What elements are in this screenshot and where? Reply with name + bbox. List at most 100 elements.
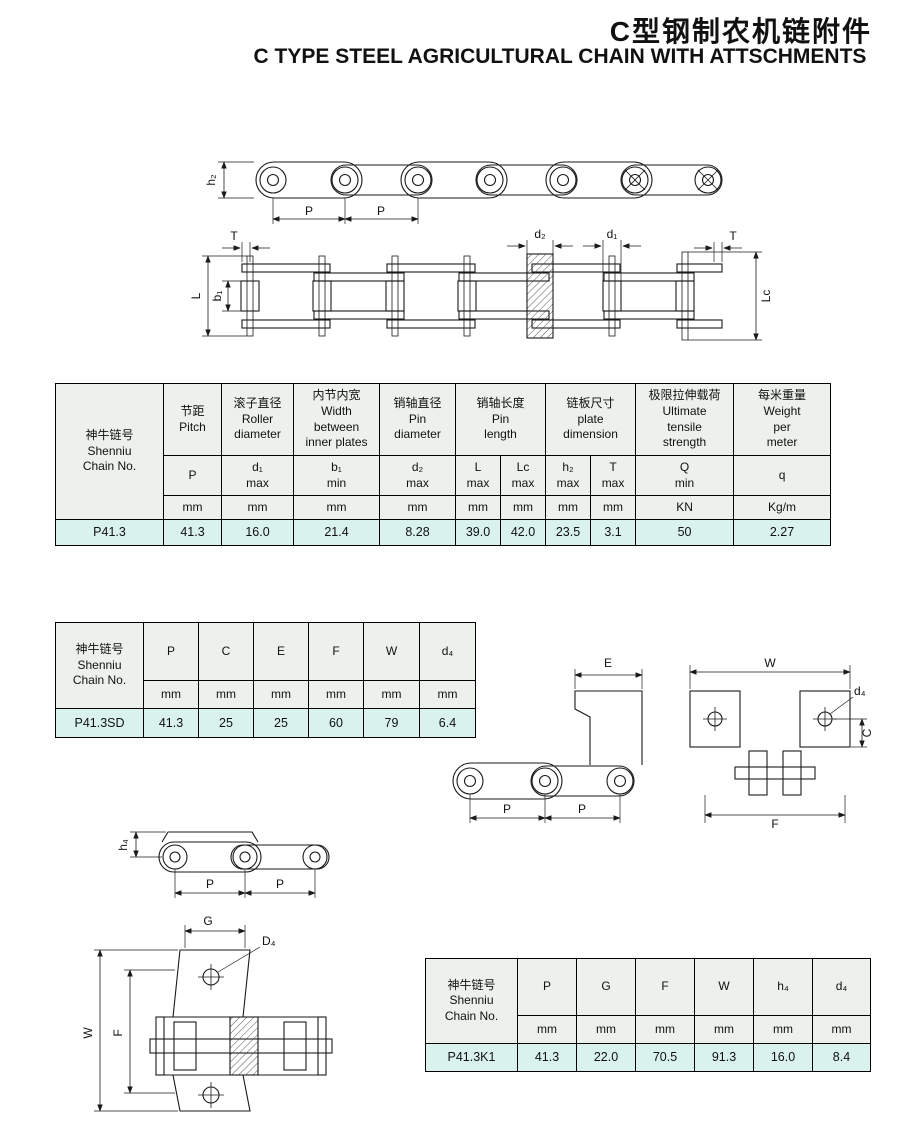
- main-chain-no-header: 神牛链号 Shenniu Chain No.: [55, 383, 164, 520]
- unit-cell: mm: [635, 1015, 695, 1044]
- dimension-d1: d₁: [583, 228, 641, 281]
- value-cell: 70.5: [635, 1043, 695, 1072]
- k1-chain-section: [149, 1016, 333, 1076]
- unit-cell: mm: [517, 1015, 577, 1044]
- dim-label-p: P: [206, 877, 214, 891]
- dim-label-g: G: [203, 915, 212, 928]
- unit-cell: mm: [163, 495, 222, 520]
- spec-table-sd: 神牛链号 Shenniu Chain No. P C E F W d₄ mm m…: [55, 622, 476, 738]
- dim-label-d2: d₂: [534, 228, 546, 241]
- dimension-f-k1: F: [111, 969, 175, 1094]
- dimension-b1: b₁: [210, 280, 241, 312]
- value-cell: 79: [363, 708, 420, 738]
- value-cell: 3.1: [590, 519, 637, 546]
- dimension-pitch-h4: P P: [174, 869, 316, 898]
- main-header-pin-diameter: 销轴直径 Pin diameter: [379, 383, 456, 456]
- unit-cell: KN: [635, 495, 735, 520]
- dim-label-p: P: [276, 877, 284, 891]
- value-cell: 22.0: [576, 1043, 636, 1072]
- dim-label-h2: h₂: [204, 174, 218, 186]
- value-cell: 50: [635, 519, 735, 546]
- k1-bottom-wing: [172, 1074, 251, 1112]
- symbol-h4: h₄: [753, 958, 813, 1016]
- dim-label-t: T: [729, 229, 737, 243]
- value-cell: 39.0: [455, 519, 501, 546]
- drawing-chain-plan-view: T d₂ d₁ T L: [190, 228, 773, 341]
- drawing-k1-front-view: G D₄ W F: [81, 915, 333, 1112]
- unit-cell: Kg/m: [733, 495, 832, 520]
- dim-label-p: P: [578, 802, 586, 816]
- value-cell: 91.3: [694, 1043, 754, 1072]
- value-cell: 41.3: [517, 1043, 577, 1072]
- symbol-q-min: Q min: [635, 455, 735, 496]
- symbol-t-max: T max: [590, 455, 637, 496]
- sd-attachment-plate: [574, 690, 643, 765]
- k1-top-wing: [172, 949, 251, 1018]
- symbol-d4: d₄: [812, 958, 871, 1016]
- value-cell: 8.4: [812, 1043, 871, 1072]
- unit-cell: mm: [545, 495, 592, 520]
- symbol-c: C: [198, 622, 254, 681]
- page-title-zh: C型钢制农机链附件: [609, 16, 872, 47]
- symbol-l-max: L max: [455, 455, 501, 496]
- symbol-p: P: [163, 455, 222, 496]
- main-header-roller-diameter: 滚子直径 Roller diameter: [221, 383, 294, 456]
- unit-cell: mm: [379, 495, 456, 520]
- drawing-chain-side-view: h₂ P P: [204, 161, 723, 224]
- symbol-w: W: [694, 958, 754, 1016]
- symbol-g: G: [576, 958, 636, 1016]
- dim-label-d4: D₄: [262, 934, 276, 948]
- chain-plan-links: [240, 251, 723, 341]
- value-cell: 8.28: [379, 519, 456, 546]
- dim-label-p: P: [503, 802, 511, 816]
- dim-label-t: T: [230, 229, 238, 243]
- k1-chain-no-header: 神牛链号 Shenniu Chain No.: [425, 958, 518, 1044]
- dim-label-f: F: [771, 817, 778, 830]
- main-header-pin-length: 销轴长度 Pin length: [454, 383, 547, 456]
- h4-attachment-plate: [161, 831, 259, 843]
- dim-label-c: C: [860, 728, 874, 737]
- sectioned-pin: [229, 1016, 259, 1076]
- dim-label-f: F: [111, 1029, 125, 1036]
- unit-cell: mm: [812, 1015, 871, 1044]
- drawing-sd-side-view: E P P: [452, 656, 643, 823]
- symbol-f: F: [635, 958, 695, 1016]
- symbol-d2-max: d₂ max: [379, 455, 456, 496]
- value-cell: 41.3: [163, 519, 222, 546]
- sd-chain-no-header: 神牛链号 Shenniu Chain No.: [55, 622, 144, 709]
- unit-cell: mm: [753, 1015, 813, 1044]
- dimension-f-sd: F: [704, 795, 846, 830]
- unit-cell: mm: [308, 680, 364, 709]
- dim-label-p: P: [305, 204, 313, 218]
- symbol-e: E: [253, 622, 309, 681]
- unit-cell: mm: [590, 495, 637, 520]
- cross-mark: [697, 169, 719, 191]
- unit-cell: mm: [293, 495, 380, 520]
- dimension-t-left: T: [222, 229, 270, 262]
- dim-label-d1: d₁: [607, 228, 618, 241]
- symbol-p: P: [517, 958, 577, 1016]
- symbol-w: W: [363, 622, 420, 681]
- dimension-d4-k1: D₄: [217, 934, 276, 973]
- symbol-p: P: [143, 622, 199, 681]
- value-cell: 41.3: [143, 708, 199, 738]
- unit-cell: mm: [499, 495, 547, 520]
- value-cell: 2.27: [733, 519, 832, 546]
- dimension-h2: h₂: [204, 161, 254, 199]
- value-cell: 16.0: [753, 1043, 813, 1072]
- dimension-c: C: [834, 718, 874, 748]
- chain-no-value: P41.3SD: [55, 708, 144, 738]
- unit-cell: mm: [198, 680, 254, 709]
- page-title-en: C TYPE STEEL AGRICULTURAL CHAIN WITH ATT…: [253, 45, 867, 68]
- dim-label-l: L: [190, 292, 203, 299]
- symbol-f: F: [308, 622, 364, 681]
- spec-table-main: 神牛链号 Shenniu Chain No. 节距 Pitch 滚子直径 Rol…: [55, 383, 832, 546]
- dimension-t-right: T: [694, 229, 742, 262]
- dim-label-w: W: [764, 656, 776, 670]
- dim-label-w: W: [81, 1027, 95, 1039]
- main-header-pitch: 节距 Pitch: [163, 383, 222, 456]
- dimension-e: E: [574, 656, 643, 689]
- dimension-d2: d₂: [507, 228, 573, 254]
- main-header-weight: 每米重量 Weight per meter: [733, 383, 832, 456]
